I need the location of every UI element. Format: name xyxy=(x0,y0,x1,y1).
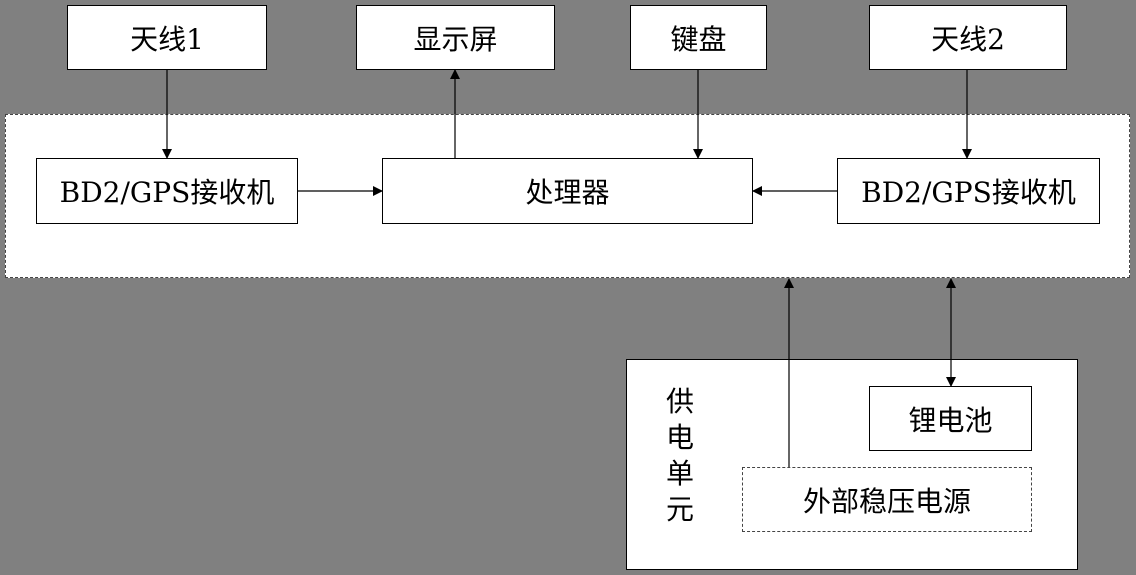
antenna-1-label: 天线1 xyxy=(130,22,204,56)
receiver-1-label: BD2/GPS接收机 xyxy=(59,176,275,209)
external-supply-label: 外部稳压电源 xyxy=(802,484,971,518)
battery-box: 锂电池 xyxy=(869,386,1032,451)
power-unit-label-char: 电 xyxy=(665,421,694,454)
receiver-1-box: BD2/GPS接收机 xyxy=(36,158,298,224)
keyboard-box: 键盘 xyxy=(630,5,767,70)
antenna-1-box: 天线1 xyxy=(67,5,267,70)
processor-label: 处理器 xyxy=(525,176,610,209)
antenna-2-box: 天线2 xyxy=(869,5,1067,70)
display-label: 显示屏 xyxy=(413,22,498,56)
display-box: 显示屏 xyxy=(356,5,555,70)
processor-box: 处理器 xyxy=(382,158,753,224)
keyboard-label: 键盘 xyxy=(670,22,727,56)
battery-label: 锂电池 xyxy=(908,403,993,437)
power-unit-label-char: 供 xyxy=(665,385,694,418)
power-unit-label-char: 元 xyxy=(665,493,694,526)
antenna-2-label: 天线2 xyxy=(931,22,1005,56)
receiver-2-label: BD2/GPS接收机 xyxy=(861,176,1076,209)
receiver-2-box: BD2/GPS接收机 xyxy=(837,158,1100,224)
power-unit-label-char: 单 xyxy=(665,457,694,490)
power-unit-label: 供 电 单 元 xyxy=(662,384,698,528)
external-supply-box: 外部稳压电源 xyxy=(742,467,1032,532)
